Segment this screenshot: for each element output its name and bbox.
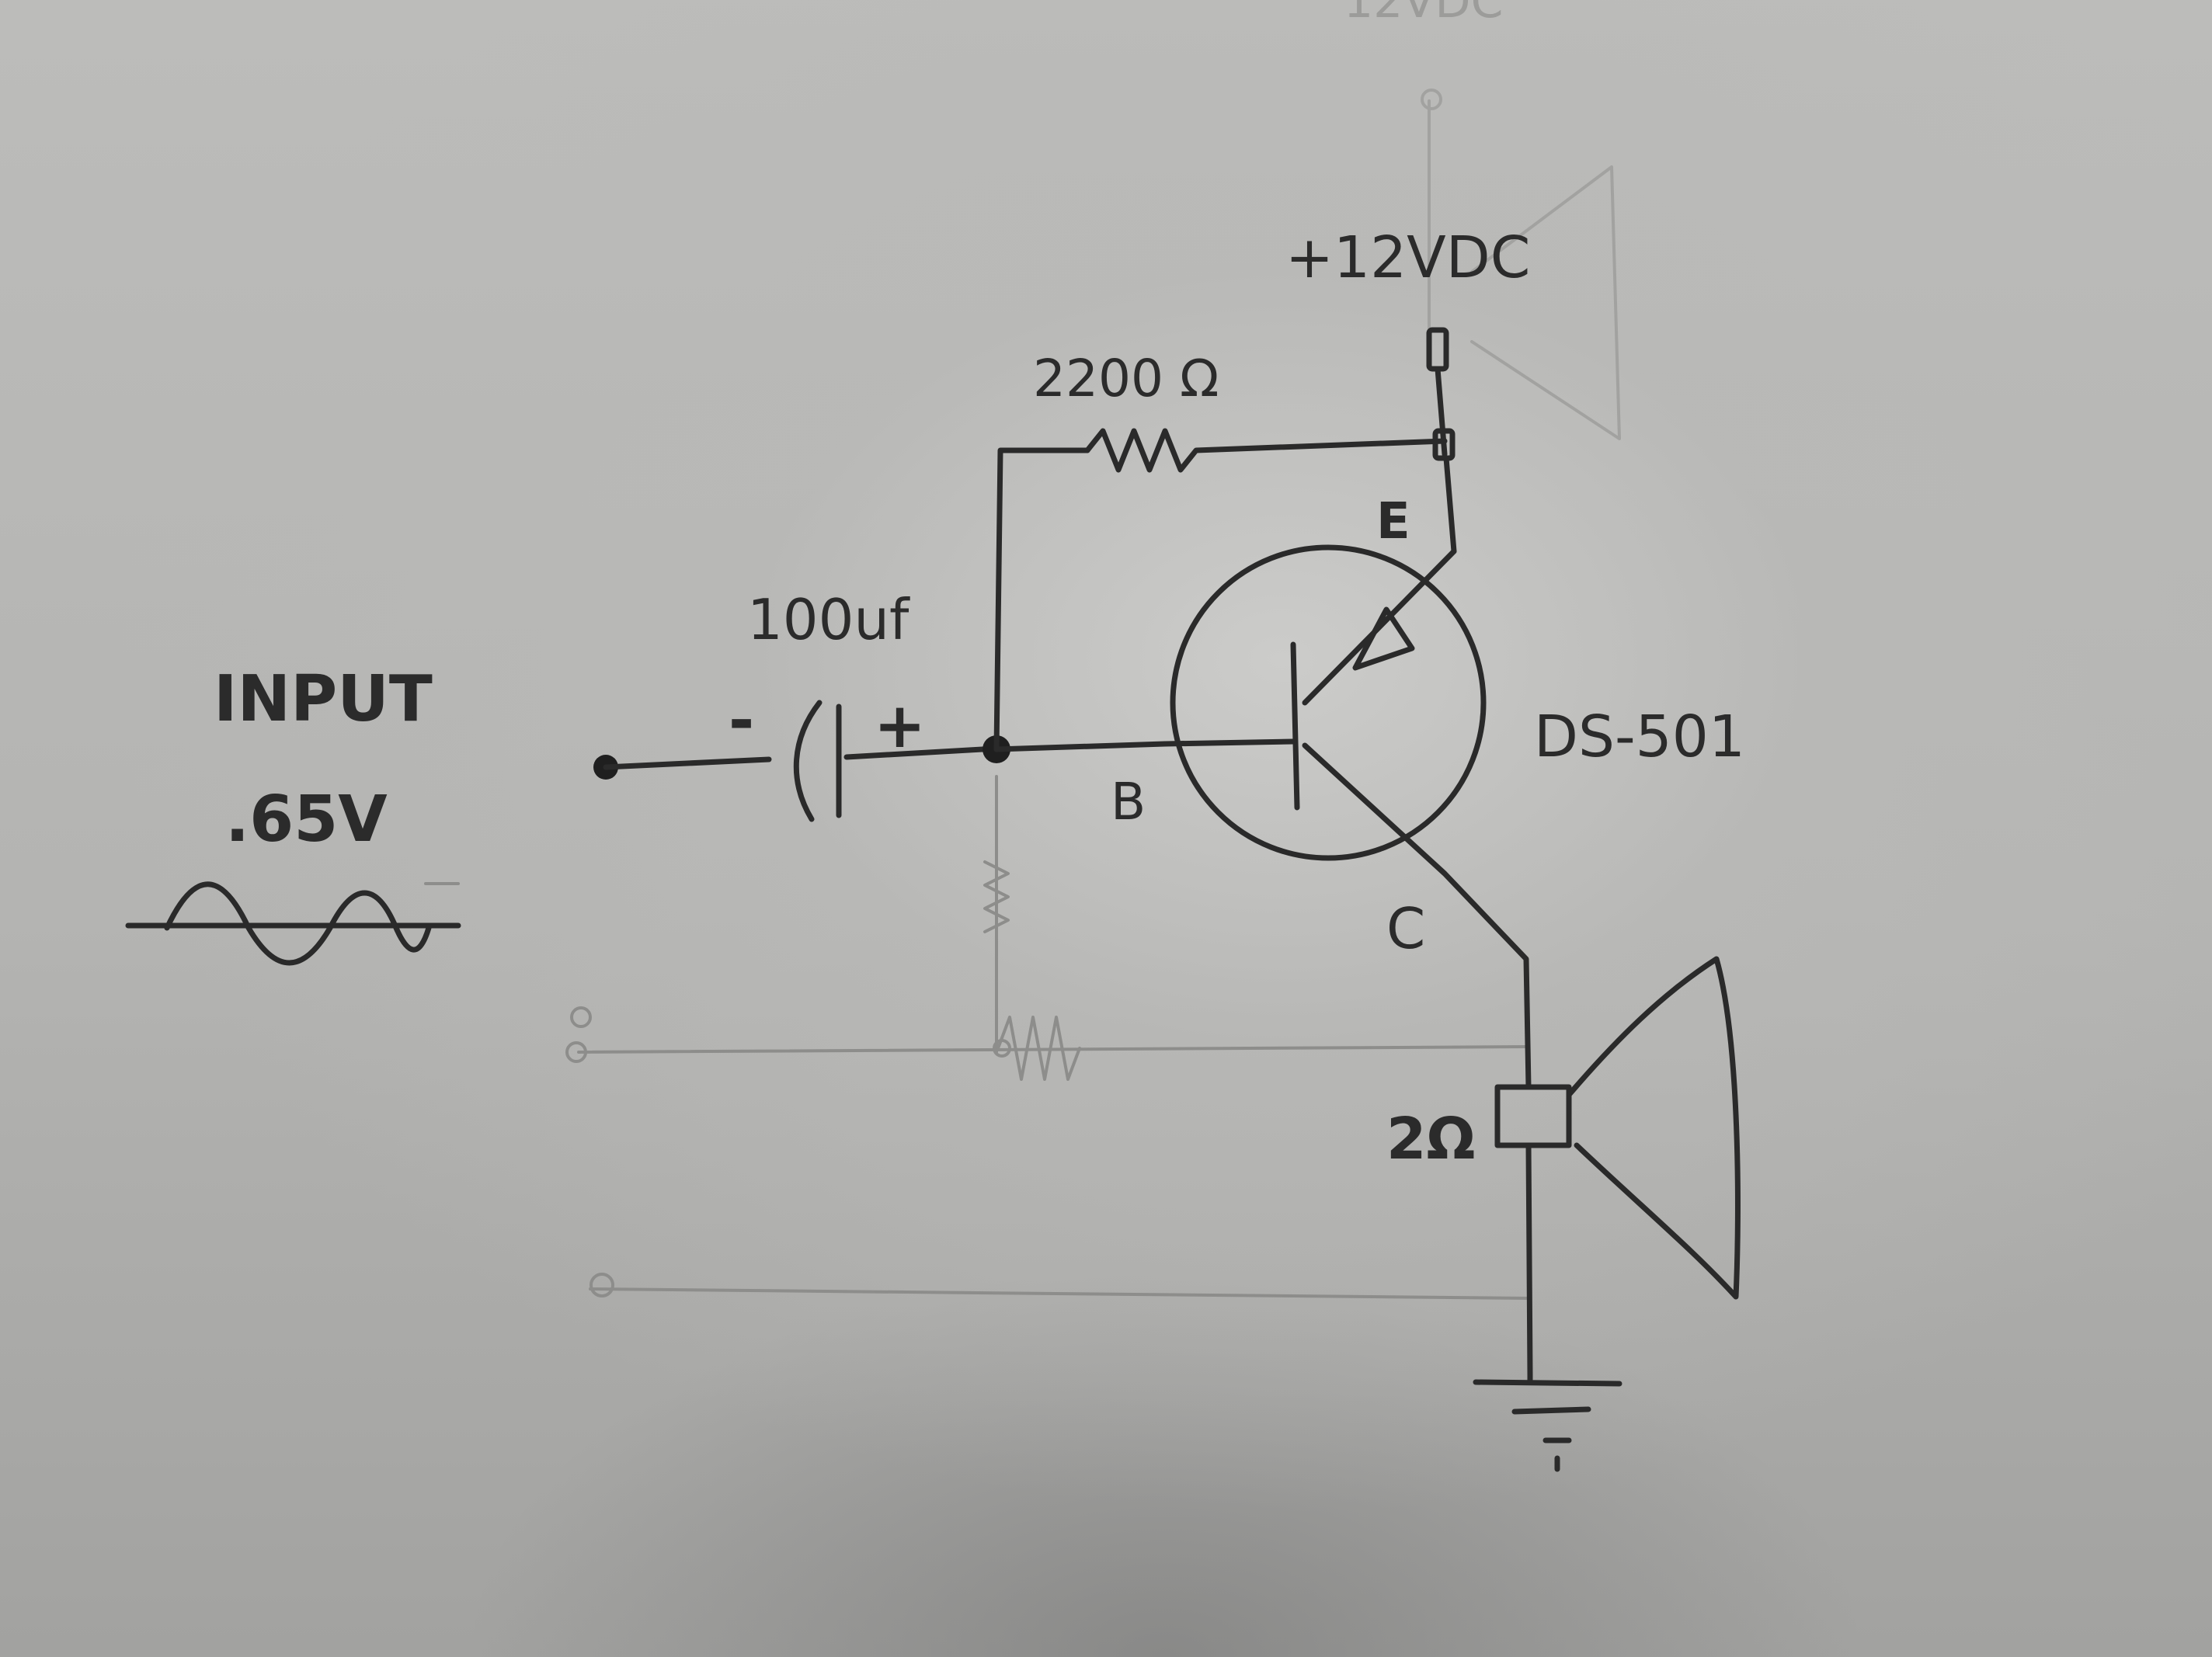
ground-icon [1473, 1371, 1622, 1472]
sine-wave-icon [125, 881, 461, 966]
emitter-label: E [1376, 493, 1410, 551]
base-node [983, 447, 1168, 763]
resistor-value-label: 2200 Ω [1033, 349, 1219, 408]
supply-label: +12VDC [1285, 224, 1531, 291]
erased-lower-wiring [424, 775, 1530, 1300]
supply-label-faint: 12VDC [1344, 0, 1504, 29]
supply-connection [1426, 327, 1457, 554]
speaker-impedance-label: 2Ω [1386, 1106, 1476, 1172]
input-terminal [593, 755, 772, 780]
resistor-symbol [1084, 428, 1448, 473]
input-voltage-label: .65V [225, 783, 388, 856]
transistor-label: DS-501 [1534, 703, 1745, 770]
transistor-symbol [1162, 544, 1532, 1090]
capacitor-positive-label: + [874, 690, 927, 762]
capacitor-value-label: 100uf [747, 587, 909, 652]
capacitor-symbol [793, 700, 986, 822]
speaker-icon [1494, 956, 1741, 1377]
base-label: B [1111, 772, 1146, 832]
erased-upper-speaker [1421, 89, 1621, 440]
collector-label: C [1386, 896, 1426, 961]
capacitor-negative-label: - [729, 684, 755, 756]
input-label: INPUT [214, 662, 433, 736]
